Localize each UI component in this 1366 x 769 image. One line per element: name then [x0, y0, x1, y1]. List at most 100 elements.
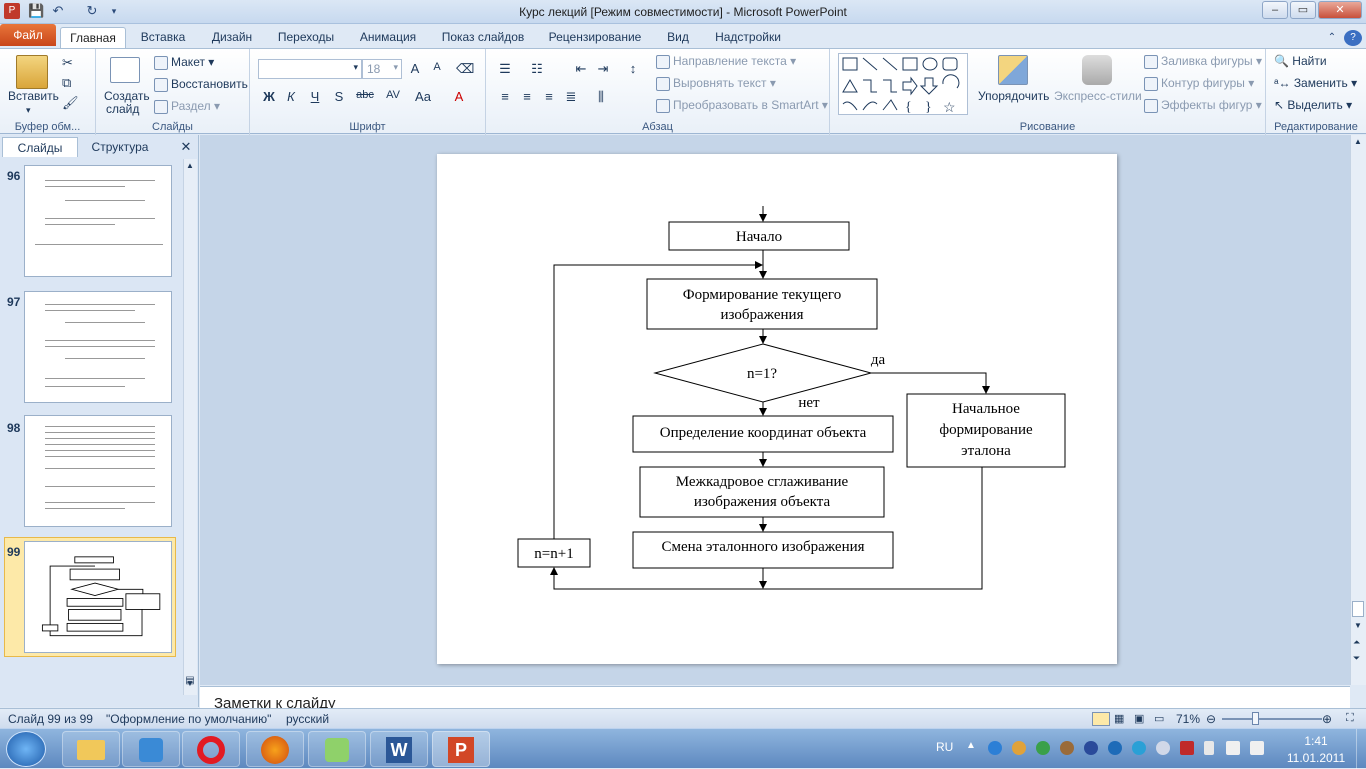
taskbar-media-player[interactable]	[122, 731, 180, 767]
slide-thumbnail-97[interactable]	[24, 291, 172, 403]
paste-icon[interactable]	[16, 55, 48, 89]
editor-scrollbar[interactable]: ▲ ▼ ⏶ ⏷	[1350, 135, 1366, 685]
scroll-up-icon[interactable]: ▲	[186, 161, 194, 170]
status-language[interactable]: русский	[286, 712, 330, 726]
shape-effects-button[interactable]: Эффекты фигур ▾	[1144, 98, 1262, 113]
new-slide-button[interactable]: Создать	[104, 89, 150, 103]
slide-thumbnail-99[interactable]	[24, 541, 172, 653]
status-theme[interactable]: "Оформление по умолчанию"	[106, 712, 272, 726]
shapes-gallery[interactable]: { } ☆	[838, 53, 968, 116]
minimize-button[interactable]: –	[1262, 1, 1288, 19]
tray-icon-6[interactable]	[1108, 741, 1122, 755]
shadow-icon[interactable]: S	[334, 89, 344, 104]
slide-thumbnail-96[interactable]	[24, 165, 172, 277]
format-painter-icon[interactable]: 🖌	[62, 95, 79, 110]
scroll-up-icon[interactable]: ▲	[1354, 137, 1362, 146]
slide-thumbnail-98[interactable]	[24, 415, 172, 527]
clock-time[interactable]: 1:41	[1304, 734, 1328, 748]
help-icon[interactable]: ?	[1344, 30, 1362, 46]
select-button[interactable]: ↖ Выделить ▾	[1274, 98, 1353, 112]
numbering-icon[interactable]: ☷	[531, 61, 543, 76]
align-right-icon[interactable]: ≡	[545, 89, 553, 104]
tab-home[interactable]: Главная	[60, 27, 126, 48]
save-icon[interactable]: 💾	[28, 3, 45, 18]
show-hidden-icons[interactable]: ▲	[966, 740, 976, 751]
close-panel-icon[interactable]: ✕	[180, 139, 192, 154]
shape-outline-button[interactable]: Контур фигуры ▾	[1144, 76, 1254, 91]
scroll-down-icon[interactable]: ▼	[186, 679, 194, 688]
slide-canvas[interactable]: Начало Формирование текущего изображения…	[437, 154, 1117, 664]
taskbar-word[interactable]: W	[370, 731, 428, 767]
battery-icon[interactable]	[1204, 741, 1214, 755]
smartart-button[interactable]: Преобразовать в SmartArt ▾	[656, 98, 828, 113]
zoom-level[interactable]: 71%	[1176, 712, 1201, 726]
tab-design[interactable]: Дизайн	[211, 30, 253, 44]
columns-icon[interactable]: ⫼	[598, 89, 604, 104]
bullets-icon[interactable]: ☰	[499, 61, 511, 76]
tab-animation[interactable]: Анимация	[359, 30, 417, 44]
paste-dropdown-icon[interactable]: ▾	[26, 105, 31, 115]
copy-icon[interactable]: ⧉	[62, 75, 72, 90]
network-icon[interactable]	[1180, 741, 1194, 755]
panel-scrollbar[interactable]: ▲ ▼	[183, 159, 197, 695]
strikethrough-icon[interactable]: abc	[356, 89, 374, 101]
zoom-in-icon[interactable]: ⊕	[1322, 712, 1333, 726]
signal-icon[interactable]	[1226, 741, 1240, 755]
tab-review[interactable]: Рецензирование	[548, 30, 642, 44]
tab-outline[interactable]: Структура	[91, 140, 149, 154]
tray-icon-4[interactable]	[1060, 741, 1074, 755]
zoom-slider-track[interactable]	[1222, 718, 1322, 720]
tray-icon-7[interactable]	[1132, 741, 1146, 755]
maximize-button[interactable]: ▭	[1290, 1, 1316, 19]
reset-button[interactable]: Восстановить	[154, 77, 248, 92]
reading-view-icon[interactable]: ▣	[1134, 713, 1145, 725]
find-button[interactable]: 🔍 Найти	[1274, 54, 1327, 68]
replace-button[interactable]: ᵃ↔ Заменить ▾	[1274, 76, 1358, 90]
line-spacing-icon[interactable]: ↕	[629, 61, 637, 76]
normal-view-icon[interactable]	[1092, 712, 1110, 726]
arrange-icon[interactable]	[998, 55, 1028, 85]
new-slide-icon[interactable]	[110, 57, 140, 83]
paste-button[interactable]: Вставить	[8, 89, 59, 103]
tab-transitions[interactable]: Переходы	[277, 30, 335, 44]
tab-slides[interactable]: Слайды	[2, 137, 78, 157]
char-spacing-icon[interactable]: AV	[386, 89, 400, 101]
scroll-thumb[interactable]	[1352, 601, 1364, 617]
taskbar-powerpoint[interactable]: P	[432, 731, 490, 767]
prev-slide-icon[interactable]: ⏶	[1353, 637, 1361, 647]
clear-formatting-icon[interactable]: ⌫	[456, 61, 475, 76]
scroll-down-icon[interactable]: ▼	[1354, 621, 1362, 630]
change-case-icon[interactable]: Aa	[415, 89, 431, 104]
next-slide-icon[interactable]: ⏷	[1353, 653, 1361, 663]
underline-icon[interactable]: Ч	[310, 89, 320, 104]
tab-file[interactable]: Файл	[0, 24, 56, 46]
arrange-button[interactable]: Упорядочить	[978, 89, 1050, 103]
undo-icon[interactable]: ↶	[52, 3, 64, 18]
slideshow-view-icon[interactable]: ▭	[1154, 713, 1165, 725]
fit-to-window-icon[interactable]: ⛶	[1346, 712, 1354, 724]
tray-icon-1[interactable]	[988, 741, 1002, 755]
start-button[interactable]	[6, 731, 46, 767]
close-button[interactable]: ✕	[1318, 1, 1362, 19]
grow-font-icon[interactable]: A	[410, 61, 420, 76]
decrease-indent-icon[interactable]: ⇤	[575, 61, 587, 76]
tab-view[interactable]: Вид	[667, 30, 689, 44]
panel-view-icon[interactable]: ▤	[185, 675, 195, 686]
tray-icon-5[interactable]	[1084, 741, 1098, 755]
layout-button[interactable]: Макет ▾	[154, 55, 214, 70]
taskbar-gadget[interactable]	[308, 731, 366, 767]
align-center-icon[interactable]: ≡	[523, 89, 531, 104]
tab-addins[interactable]: Надстройки	[715, 30, 781, 44]
input-language[interactable]: RU	[936, 740, 954, 754]
clock-date[interactable]: 11.01.2011	[1286, 751, 1346, 765]
text-direction-button[interactable]: Направление текста ▾	[656, 54, 796, 69]
align-left-icon[interactable]: ≡	[501, 89, 509, 104]
flag-icon[interactable]	[1156, 741, 1170, 755]
utorrent-icon[interactable]	[1036, 741, 1050, 755]
show-desktop-button[interactable]	[1356, 729, 1366, 769]
taskbar-explorer[interactable]	[62, 731, 120, 767]
notes-pane[interactable]: Заметки к слайду	[200, 686, 1350, 712]
font-color-icon[interactable]: A	[454, 89, 464, 104]
powerpoint-app-icon[interactable]: P	[4, 3, 20, 19]
tab-slideshow[interactable]: Показ слайдов	[441, 30, 525, 44]
